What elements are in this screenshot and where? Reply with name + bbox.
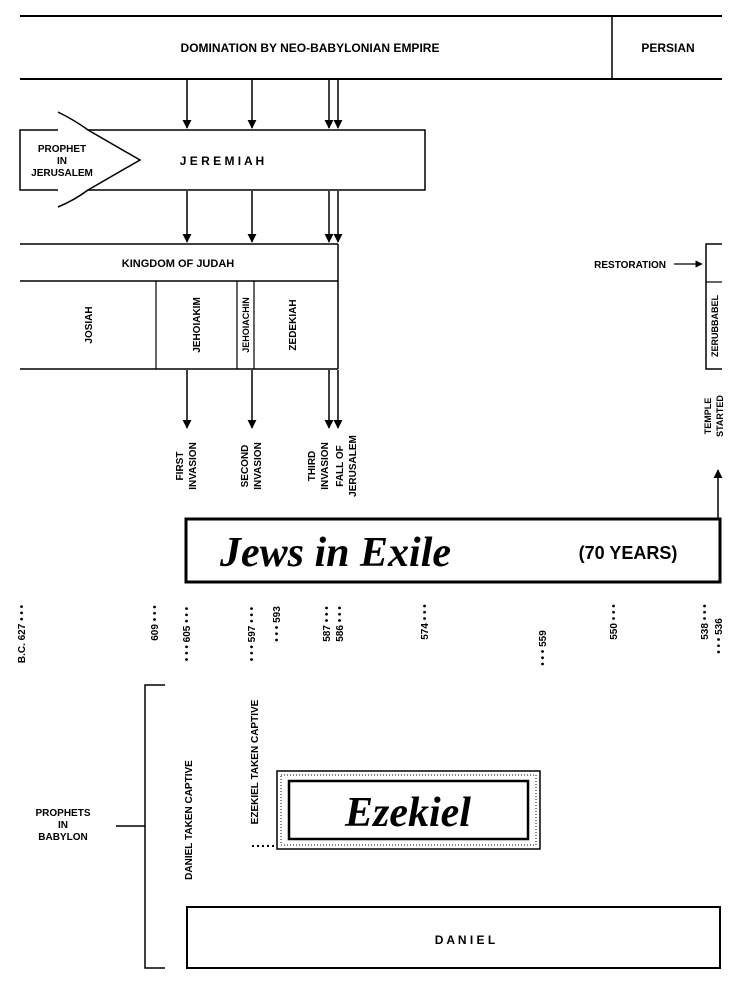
date-609: 609 • • • (150, 605, 161, 641)
empire-band: DOMINATION BY NEO-BABYLONIAN EMPIRE PERS… (20, 15, 722, 80)
date-593: • • • 593 (272, 606, 283, 642)
date-597: • • • 597 • • • (247, 606, 258, 661)
zerubbabel-label: ZERUBBABEL (710, 294, 720, 357)
third-invasion-line1: THIRD (307, 451, 318, 482)
timeline-dates: B.C. 627 • • • 609 • • • • • • 605 • • •… (17, 604, 725, 666)
jeremiah-arrows (182, 191, 343, 243)
second-invasion-line1: SECOND (240, 445, 251, 488)
second-invasion-line2: INVASION (253, 442, 264, 490)
temple-started-line1: TEMPLE (703, 398, 713, 435)
jeremiah-box: PROPHET IN JERUSALEM J E R E M I A H (19, 111, 426, 208)
prophets-babylon-line1: PROPHETS (35, 808, 90, 819)
prophets-babylon-line3: BABYLON (38, 832, 87, 843)
jeremiah-name: J E R E M I A H (180, 154, 264, 168)
daniel-name: D A N I E L (435, 933, 495, 947)
ezekiel-box: Ezekiel (276, 770, 541, 850)
date-536: • • • 536 (714, 618, 725, 654)
date-bc-627: B.C. 627 • • • (17, 604, 28, 663)
fall-of-jerusalem-line2: JERUSALEM (348, 435, 359, 497)
kingdom-of-judah: KINGDOM OF JUDAH JOSIAH JEHOIAKIM JEHOIA… (20, 243, 339, 370)
third-invasion-line2: INVASION (320, 442, 331, 490)
kingdom-title: KINGDOM OF JUDAH (122, 258, 235, 270)
date-586: 586 • • • (335, 606, 346, 642)
exile-duration: (70 YEARS) (579, 543, 678, 563)
first-invasion-line1: FIRST (175, 452, 186, 481)
header-arrows (182, 80, 343, 129)
first-invasion-line2: INVASION (188, 442, 199, 490)
prophets-babylon-line2: IN (58, 820, 68, 831)
exile-title: Jews in Exile (219, 530, 451, 576)
invasion-arrows (182, 370, 343, 429)
ezekiel-taken-captive: EZEKIEL TAKEN CAPTIVE (250, 699, 261, 824)
prophet-jerusalem-line2: IN (57, 156, 67, 167)
date-559: • • • 559 (538, 630, 549, 666)
date-587: 587 • • • (322, 606, 333, 642)
restoration: RESTORATION ZERUBBABEL TEMPLE STARTED (594, 243, 725, 519)
date-574: 574 • • • (420, 604, 431, 640)
date-538: 538 • • • (700, 604, 711, 640)
daniel-box: D A N I E L (186, 906, 721, 969)
exile-box: Jews in Exile (70 YEARS) (184, 517, 722, 584)
king-jehoiachin: JEHOIACHIN (241, 297, 251, 353)
daniel-taken-captive: DANIEL TAKEN CAPTIVE (184, 760, 195, 880)
date-550: 550 • • • (609, 604, 620, 640)
temple-started-line2: STARTED (715, 395, 725, 437)
empire-label: DOMINATION BY NEO-BABYLONIAN EMPIRE (181, 41, 440, 55)
king-zedekiah: ZEDEKIAH (288, 299, 299, 350)
date-605: • • • 605 • • • (182, 606, 193, 661)
fall-of-jerusalem-line1: FALL OF (335, 445, 346, 486)
king-jehoiakim: JEHOIAKIM (192, 297, 203, 353)
prophet-jerusalem-line3: JERUSALEM (31, 168, 93, 179)
prophets-babylon: PROPHETS IN BABYLON (35, 684, 165, 969)
invasion-labels: FIRST INVASION SECOND INVASION THIRD INV… (175, 435, 359, 497)
persian-label: PERSIAN (641, 41, 694, 55)
king-josiah: JOSIAH (84, 306, 95, 343)
restoration-label: RESTORATION (594, 260, 666, 271)
ezekiel-name: Ezekiel (344, 790, 471, 836)
prophet-jerusalem-line1: PROPHET (38, 144, 86, 155)
